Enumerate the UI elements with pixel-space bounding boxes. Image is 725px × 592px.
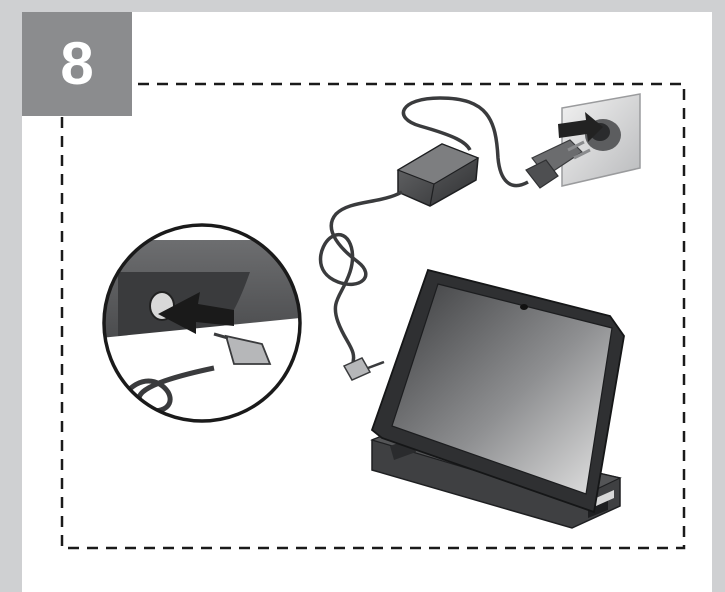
wall-outlet bbox=[562, 94, 640, 186]
ac-adapter bbox=[398, 144, 478, 206]
zoom-detail-inset bbox=[100, 220, 310, 430]
step-number-badge: 8 bbox=[22, 12, 132, 116]
camera-icon bbox=[520, 304, 528, 310]
dc-connector bbox=[344, 358, 384, 380]
dc-power-cord bbox=[321, 192, 403, 366]
step-number: 8 bbox=[60, 34, 93, 94]
